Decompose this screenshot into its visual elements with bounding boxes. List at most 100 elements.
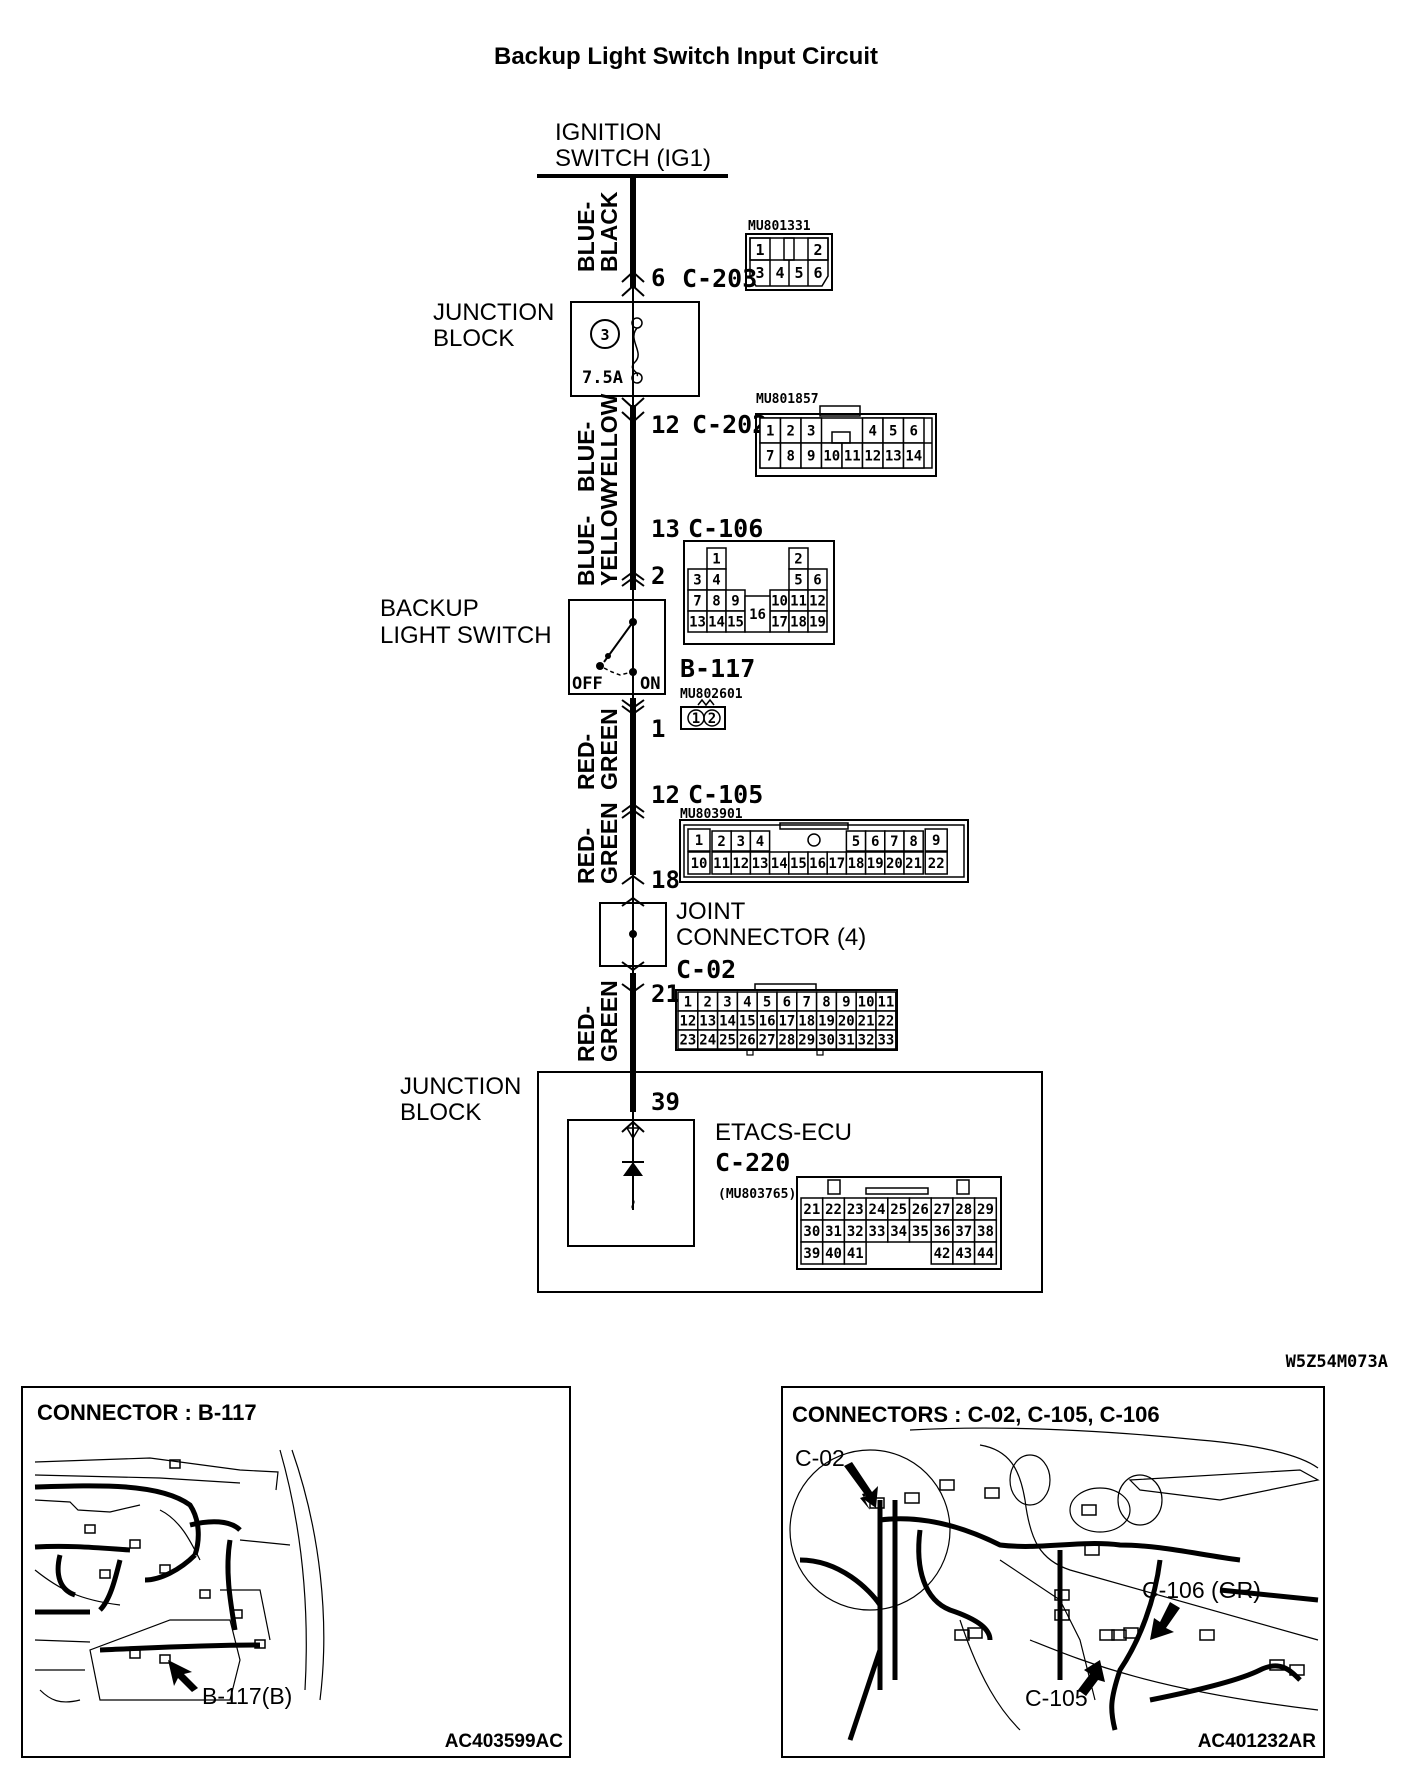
connector-pin-number: 11 xyxy=(877,995,894,1011)
connector-pin-number: 27 xyxy=(934,1202,951,1218)
connector-pin-number: 25 xyxy=(719,1033,736,1049)
dashboard-connector-icons xyxy=(869,1479,1305,1676)
connector-pin-number: 8 xyxy=(909,834,917,850)
connector-pin-number: 13 xyxy=(752,856,769,872)
connector-pin-number: 9 xyxy=(807,449,815,465)
connector-pin-cell[interactable] xyxy=(687,828,711,852)
fuse-number-circle xyxy=(590,319,620,349)
connector-pin-number: 21 xyxy=(858,1014,875,1030)
connector-pin-number: 2 xyxy=(794,552,802,568)
connector-pin-number: 23 xyxy=(679,1033,696,1049)
connector-label-c02: C-02 xyxy=(676,955,736,984)
connector-pin-number: 1 xyxy=(766,424,774,440)
c02-arrow-icon xyxy=(848,1470,870,1510)
connector-pin-number: 1 xyxy=(684,995,692,1011)
connector-pin-number: 33 xyxy=(877,1033,894,1049)
wire-color-label-4: RED- GREEN xyxy=(573,708,622,790)
connector-pin-number: 8 xyxy=(787,449,795,465)
connector-pin-number: 1 xyxy=(695,833,703,849)
connector-label-c105: C-105 xyxy=(688,780,763,809)
wire-color-label-1: BLUE- BLACK xyxy=(573,191,622,272)
joint-splice-dot xyxy=(629,930,637,938)
connector-face-c203[interactable]: MU801331 1 2 3 4 5 6 xyxy=(745,219,833,291)
fuse-rating: 7.5A xyxy=(582,368,623,388)
svg-text:3: 3 xyxy=(755,264,764,282)
connector-pin-cell[interactable] xyxy=(924,828,948,852)
connector-pin-number: 11 xyxy=(713,856,730,872)
connector-pin-cell[interactable] xyxy=(903,830,924,852)
connector-pin-number: 10 xyxy=(858,995,875,1011)
connector-pin-cell[interactable] xyxy=(973,1241,998,1265)
connector-pin-cell[interactable] xyxy=(807,610,828,633)
pin-b117: 1 xyxy=(651,715,665,743)
locator-callout-b117: B-117(B) xyxy=(202,1683,292,1709)
svg-text:RED-: RED- xyxy=(573,734,599,790)
connector-pin-number: 15 xyxy=(739,1014,756,1030)
connector-pin-cell[interactable] xyxy=(749,830,771,852)
connector-pin-cell[interactable] xyxy=(903,851,924,875)
connector-pin-number: 44 xyxy=(977,1246,994,1262)
wire-color-label-3: BLUE- YELLOW xyxy=(573,487,622,586)
junction-block-2-box xyxy=(537,1071,1043,1293)
pin-c203: 6 xyxy=(651,264,665,292)
connector-pin-cell[interactable] xyxy=(902,442,925,469)
connector-pin-number: 22 xyxy=(825,1202,842,1218)
backup-switch-box xyxy=(568,599,666,695)
connector-label-b117: B-117 xyxy=(680,654,755,683)
connector-pin-number: 13 xyxy=(885,449,902,465)
connector-pin-number: 28 xyxy=(955,1202,972,1218)
connector-pin-number: 12 xyxy=(809,594,826,610)
connector-pin-cell[interactable] xyxy=(744,595,771,633)
connector-pin-cell[interactable] xyxy=(843,1241,867,1265)
svg-text:YELLOW: YELLOW xyxy=(596,393,622,492)
connector-pin-number: 26 xyxy=(912,1202,929,1218)
connector-face-b117[interactable]: MU802601 1 2 xyxy=(680,687,743,730)
connector-pin-number: 21 xyxy=(803,1202,820,1218)
connector-pin-cell[interactable] xyxy=(875,1029,897,1050)
connector-pin-number: 30 xyxy=(818,1033,835,1049)
wire-color-label-6: RED- GREEN xyxy=(573,980,622,1062)
connector-label-c202: C-202 xyxy=(692,410,767,439)
connector-pin-number: 12 xyxy=(864,449,881,465)
connector-pin-number: 16 xyxy=(759,1014,776,1030)
connector-pin-cell[interactable] xyxy=(924,851,948,875)
backup-switch-label-1: BACKUP xyxy=(380,595,479,622)
b117-arrow-icon xyxy=(168,1660,198,1692)
connector-pin-number: 32 xyxy=(847,1224,864,1240)
ecu-name: ETACS-ECU xyxy=(715,1119,852,1146)
switch-on-label: ON xyxy=(640,674,660,694)
connector-pin-number: 8 xyxy=(822,995,830,1011)
dashboard-harness-illustration xyxy=(799,1500,1319,1741)
svg-text:4: 4 xyxy=(775,264,784,282)
connector-pin-number: 15 xyxy=(727,615,744,631)
connector-pin-number: 6 xyxy=(910,424,918,440)
connector-pin-number: 11 xyxy=(790,594,807,610)
connector-pin-cell[interactable] xyxy=(687,851,711,875)
connector-pin-number: 37 xyxy=(955,1224,972,1240)
ecu-box xyxy=(567,1119,695,1247)
connector-pin-number: 19 xyxy=(867,856,884,872)
connector-pin-number: 19 xyxy=(809,615,826,631)
junction-block-1-box xyxy=(570,301,700,397)
connector-pin-number: 22 xyxy=(928,856,945,872)
part-number-c105: MU803901 xyxy=(680,807,743,822)
pin-c106-bot: 2 xyxy=(651,562,665,590)
connector-pin-number: 18 xyxy=(848,856,865,872)
pin-c105-top: 12 xyxy=(651,781,680,809)
svg-text:1: 1 xyxy=(692,711,700,727)
fuse-number: 3 xyxy=(600,326,609,344)
fuse-terminal-bottom xyxy=(631,372,643,384)
connector-pin-number: 14 xyxy=(708,615,725,631)
svg-text:GREEN: GREEN xyxy=(596,802,622,884)
locator-panel-c02-c105-c106: CONNECTORS : C-02, C-105, C-106 xyxy=(781,1386,1325,1758)
svg-text:BLUE-: BLUE- xyxy=(573,516,599,586)
connector-pin-number: 2 xyxy=(787,424,795,440)
switch-icon[interactable] xyxy=(596,618,637,676)
connector-pin-number: 7 xyxy=(766,449,774,465)
diagram-title: Backup Light Switch Input Circuit xyxy=(494,43,878,70)
